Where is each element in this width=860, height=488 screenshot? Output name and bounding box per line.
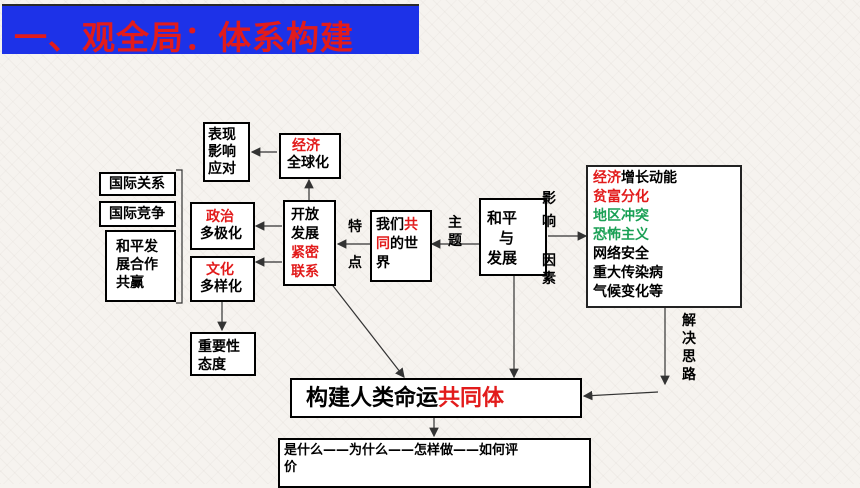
- bottom-line-2: 价: [284, 460, 298, 475]
- factor-2: 贫富分化: [593, 189, 649, 205]
- heping-line-2: 与: [499, 229, 515, 247]
- factor-1: 经济增长动能: [593, 170, 677, 186]
- duoyanghua-label: 多样化: [200, 279, 242, 295]
- heping-fazhan-hezuo-box: 和平发 展合作 共赢: [105, 230, 176, 302]
- duojihua-label: 多极化: [200, 226, 242, 242]
- goujian-red-text: 共同体: [438, 386, 505, 411]
- biaoxian-line-3: 应对: [208, 161, 236, 177]
- factors-box: 经济增长动能 贫富分化 地区冲突 恐怖主义 网络安全 重大传染病 气候变化等: [586, 165, 742, 308]
- women-gongtong-shijie-box: 我们共 同的世 界: [370, 210, 432, 282]
- kaifang-line-1: 开放: [291, 207, 319, 223]
- bottom-questions-box: 是什么——为什么——怎样做——如何评 价: [278, 438, 591, 488]
- guoji-jingzheng-box: 国际竞争: [99, 201, 176, 227]
- kaifang-fazhan-box: 开放 发展 紧密 联系: [283, 200, 336, 286]
- guoji-guanxi-box: 国际关系: [99, 172, 176, 196]
- wenhua-duoyanghua-box: 文化 多样化: [190, 256, 255, 302]
- zhengzhi-duojihua-box: 政治 多极化: [190, 202, 255, 250]
- relations-bracket: [176, 169, 183, 304]
- bottom-line-1: 是什么——为什么——怎样做——如何评: [284, 443, 519, 458]
- arrow-women-to-goujian: [329, 281, 405, 378]
- women-line-3: 界: [376, 255, 390, 271]
- jingji-label: 经济: [292, 138, 320, 154]
- yingxiang-label: 影 响: [542, 191, 556, 230]
- heping-line-1: 和平: [487, 209, 518, 227]
- guoji-jingzheng-label: 国际竞争: [109, 206, 165, 222]
- zhuti-label: 主 题: [448, 215, 462, 249]
- goujian-gongtongti-box: 构建人类命运共同体: [290, 378, 582, 418]
- biaoxian-box: 表现 影响 应对: [203, 122, 250, 182]
- zhongyaoxing-box: 重要性 态度: [190, 332, 256, 376]
- hezuo-line-1: 和平发: [116, 239, 158, 255]
- yinsu-label: 因 素: [542, 253, 556, 287]
- hezuo-line-3: 共赢: [116, 275, 144, 291]
- biaoxian-line-1: 表现: [208, 127, 236, 143]
- factor-6: 重大传染病: [593, 265, 663, 281]
- factor-5: 网络安全: [593, 246, 649, 262]
- hezuo-line-2: 展合作: [116, 257, 158, 273]
- quanqiuhua-label: 全球化: [287, 155, 329, 171]
- factor-3: 地区冲突: [593, 208, 649, 224]
- jiejue-silu-label: 解 决 思 路: [682, 313, 696, 383]
- kaifang-line-3: 紧密: [291, 245, 319, 261]
- arrow-to-goujian: [582, 390, 659, 401]
- jingji-quanqiuhua-box: 经济 全球化: [279, 133, 341, 179]
- zhongyaoxing-line-1: 重要性: [198, 339, 240, 355]
- women-line-1: 我们共: [376, 217, 418, 233]
- wenhua-label: 文化: [206, 262, 234, 278]
- tedian-label: 特 点: [348, 219, 362, 271]
- zhengzhi-label: 政治: [206, 209, 234, 225]
- women-line-2: 同的世: [376, 236, 418, 252]
- title-bar: 一、观全局：体系构建: [2, 4, 419, 57]
- heping-line-3: 发展: [487, 249, 518, 267]
- page-title: 一、观全局：体系构建: [14, 18, 354, 57]
- guoji-guanxi-label: 国际关系: [109, 176, 165, 192]
- kaifang-line-2: 发展: [291, 226, 319, 242]
- factor-7: 气候变化等: [593, 284, 663, 300]
- heping-yu-fazhan-box: 和平 与 发展: [479, 198, 547, 276]
- biaoxian-line-2: 影响: [208, 144, 236, 160]
- zhongyaoxing-line-2: 态度: [198, 357, 226, 373]
- factor-4: 恐怖主义: [593, 227, 649, 243]
- goujian-black-text: 构建人类命运: [306, 386, 439, 411]
- kaifang-line-4: 联系: [291, 264, 319, 280]
